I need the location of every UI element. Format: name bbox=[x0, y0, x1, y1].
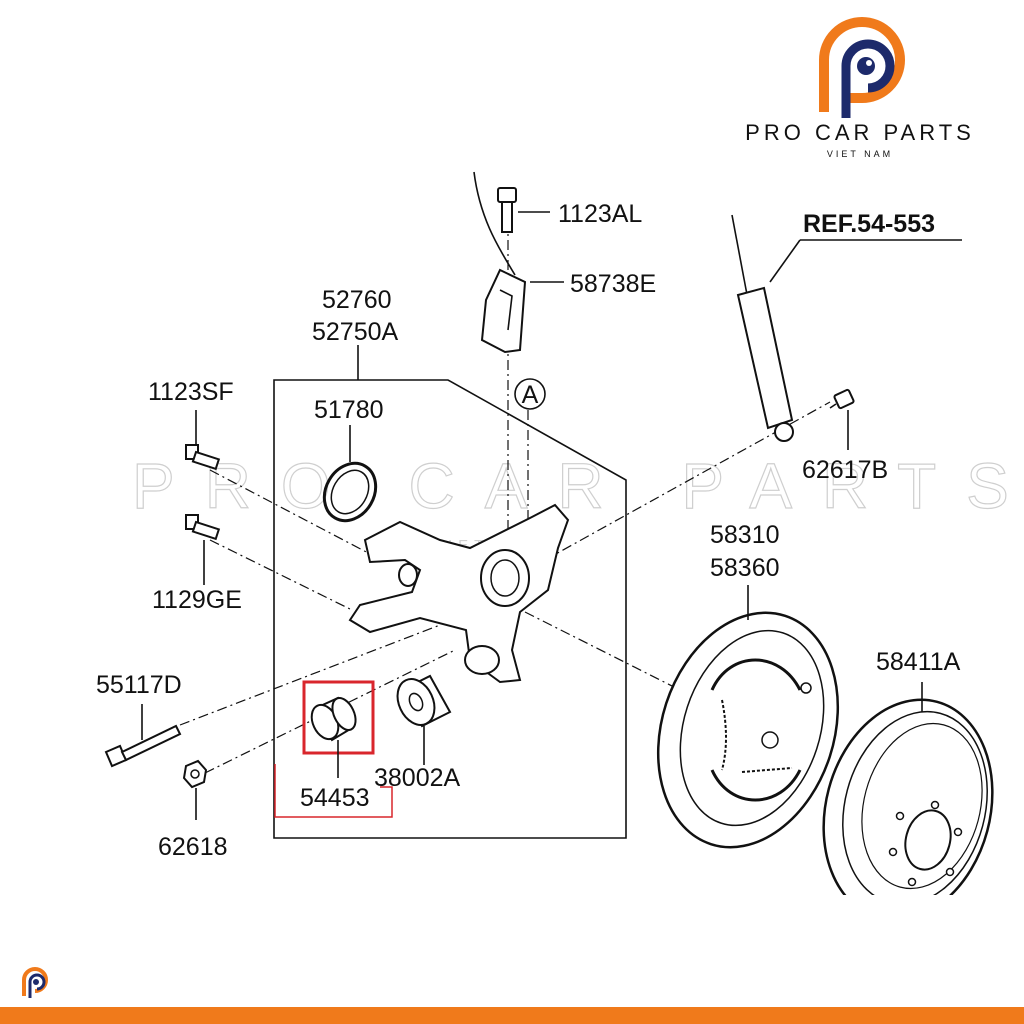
assembly-guide-lines bbox=[179, 220, 831, 774]
brake-drum-part bbox=[822, 698, 994, 922]
watermark-text: PRO CAR PARTS bbox=[132, 450, 1024, 522]
o-ring-51780-part bbox=[322, 461, 378, 523]
label-52750a: 52750A bbox=[312, 318, 399, 346]
label-55117d: 55117D bbox=[96, 671, 182, 699]
bushing-38002a-part bbox=[396, 674, 452, 728]
label-38002a: 38002A bbox=[374, 764, 461, 792]
label-52760: 52760 bbox=[322, 286, 392, 314]
bolt-1123al-part bbox=[497, 187, 517, 233]
bushing-54453-part bbox=[310, 696, 357, 742]
label-58360: 58360 bbox=[710, 554, 780, 582]
label-58310: 58310 bbox=[710, 521, 780, 549]
rear-knuckle-part bbox=[348, 503, 570, 684]
brand-logo: PRO CAR PARTS VIET NAM bbox=[745, 17, 975, 159]
label-54453: 54453 bbox=[300, 784, 370, 812]
highlight-label-frame-54453 bbox=[274, 764, 393, 818]
callout-a-circle bbox=[514, 378, 546, 410]
brake-backing-plate-part bbox=[656, 611, 840, 849]
callout-a-label: A bbox=[522, 381, 539, 409]
bolt-1129ge-part bbox=[185, 514, 221, 541]
leader-ref bbox=[769, 239, 801, 283]
bolt-55117d-part bbox=[104, 724, 182, 768]
small-logo-icon bbox=[22, 967, 48, 998]
label-1123sf: 1123SF bbox=[148, 378, 234, 406]
label-1129ge: 1129GE bbox=[152, 586, 242, 614]
label-58411a: 58411A bbox=[876, 648, 961, 676]
knuckle-assembly-frame bbox=[273, 379, 627, 839]
label-ref-54-553: REF.54-553 bbox=[803, 210, 935, 238]
label-62617b: 62617B bbox=[802, 456, 888, 484]
shock-absorber-part bbox=[731, 214, 794, 442]
footer-bar bbox=[0, 1007, 1024, 1024]
label-58738e: 58738E bbox=[570, 270, 656, 298]
label-62618: 62618 bbox=[158, 833, 228, 861]
bolt-1123sf-part bbox=[185, 444, 221, 471]
label-1123al: 1123AL bbox=[558, 200, 642, 228]
nut-62618-part bbox=[182, 759, 208, 789]
brand-name: PRO CAR PARTS bbox=[745, 120, 975, 145]
brake-hose-part bbox=[473, 171, 527, 354]
bolt-62617b-part bbox=[829, 388, 855, 410]
brand-logo-icon bbox=[819, 17, 905, 118]
brand-subtitle: VIET NAM bbox=[827, 149, 893, 159]
drum-crop-mask bbox=[820, 895, 1024, 935]
label-51780: 51780 bbox=[314, 396, 384, 424]
